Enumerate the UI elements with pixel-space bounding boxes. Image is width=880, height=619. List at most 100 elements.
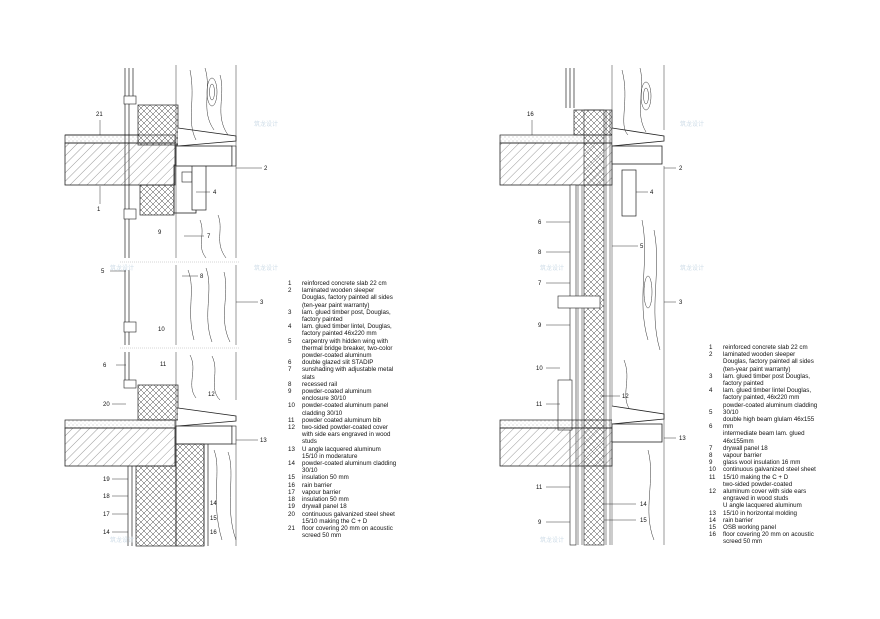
legend-text: lam. glued timber lintel Douglas, factor…: [723, 387, 818, 409]
legend-number: 8: [709, 452, 713, 460]
left-upper-slab: [64, 134, 176, 186]
legend-text: 15/10 making the C + D two-sided powder-…: [723, 473, 793, 488]
callout-label: 4: [213, 190, 217, 196]
legend-text: continuous galvanized steel sheet: [723, 466, 816, 474]
legend-number: 4: [288, 323, 292, 331]
legend-number: 1: [709, 344, 713, 351]
legend-text: OSB working panel: [723, 524, 776, 532]
legend-number: 16: [288, 481, 295, 489]
callout-label: 9: [538, 520, 542, 526]
legend-text: powder-coated aluminum panel cladding 30…: [302, 402, 389, 417]
callout-label: 11: [536, 402, 543, 408]
left-break-lines: [120, 261, 240, 349]
callout-label: 10: [536, 366, 543, 372]
callout-label: 12: [208, 392, 215, 398]
left-lower-wall-build: [127, 443, 237, 547]
callout-label: 8: [538, 250, 542, 256]
legend-number: 1: [288, 280, 292, 287]
watermark: 筑龙设计: [110, 536, 134, 544]
legend-number: 16: [709, 531, 716, 539]
callout-label: 16: [527, 112, 534, 118]
legend-number: 11: [709, 473, 716, 481]
callout-label: 12: [622, 394, 629, 400]
legend-text: reinforced concrete slab 22 cm: [723, 344, 808, 351]
watermark: 筑龙设计: [680, 264, 704, 272]
legend-text: lam. glued timber post, Douglas, factory…: [302, 308, 391, 324]
legend-number: 8: [288, 380, 292, 388]
watermark: 筑龙设计: [110, 264, 134, 272]
legend-number: 9: [709, 459, 713, 467]
legend-text: powder-coated aluminum cladding 30/10: [302, 460, 397, 475]
right-section-drawing: 16 2 4 6 8 5 7 3 9 10 11 12 13 11 14 9 1…: [499, 65, 686, 546]
left-section-drawing: 21 1 9 2 4 7 5 8 3 10 6 11 12 20 13 19 1…: [64, 65, 268, 547]
legend-text: mm intermediate beam lam. glued 46x155mm: [723, 423, 805, 445]
callout-label: 9: [158, 230, 162, 236]
legend-item: 21 floor covering 20 mm on acoustic scree…: [288, 525, 408, 539]
callout-label: 7: [538, 281, 542, 287]
legend-number: 11: [288, 416, 295, 424]
right-callouts: 16 2 4 6 8 5 7 3 9 10 11 12 13 11 14 9 1…: [527, 112, 686, 526]
legend-number: 6: [288, 359, 292, 367]
legend-number: 12: [288, 424, 295, 432]
legend-text: glass wool insulation 16 mm: [723, 459, 801, 467]
legend-number: 21: [288, 524, 295, 532]
legend-number: 6: [709, 423, 713, 431]
watermark: 筑龙设计: [254, 264, 278, 272]
legend-number: 12: [709, 488, 716, 496]
legend-number: 20: [288, 510, 295, 518]
right-lower-slab: [499, 405, 665, 467]
callout-label: 13: [260, 438, 267, 444]
callout-label: 15: [210, 516, 217, 522]
legend-item: 10 powder-coated aluminum panel cladding …: [288, 402, 408, 416]
callout-label: 20: [103, 402, 110, 408]
legend-text: drywall panel 18: [302, 503, 347, 511]
legend-number: 10: [709, 466, 716, 474]
legend-number: 7: [288, 366, 292, 374]
legend-number: 10: [288, 402, 295, 410]
callout-label: 15: [640, 518, 647, 524]
legend-item: 10 continuous galvanized steel sheet: [709, 466, 839, 473]
callout-label: 8: [200, 274, 204, 280]
callout-label: 1: [97, 207, 101, 213]
callout-label-17: 14: [103, 530, 110, 536]
legend-item: 6 mm intermediate beam lam. glued 46x155m…: [709, 423, 839, 445]
callout-label: 18: [103, 494, 110, 500]
callout-label: 5: [101, 269, 105, 275]
left-lower-slab: [64, 321, 237, 467]
callout-label: 5: [640, 244, 644, 250]
legend-text: two-sided powder-coated cover with side …: [302, 424, 391, 446]
callout-label: 19: [103, 477, 110, 483]
legend-text: reinforced concrete slab 22 cm: [302, 280, 387, 287]
left-glazing-lines: [124, 68, 134, 380]
legend-text: lam. glued timber post Douglas, factory …: [723, 372, 811, 388]
legend-number: 7: [709, 444, 713, 452]
legend-number: 2: [288, 287, 292, 295]
left-upper-wall-build: [123, 95, 237, 220]
legend-text: floor covering 20 mm on acoustic screed …: [302, 524, 393, 540]
legend-text: insulation 50 mm: [302, 474, 349, 482]
legend-text: powder-coated aluminum enclosure 30/10: [302, 388, 372, 403]
callout-label: 6: [103, 363, 107, 369]
legend-item: 12 two-sided powder-coated cover with sid…: [288, 424, 408, 446]
right-leader-lines: [531, 120, 676, 523]
watermark: 筑龙设计: [540, 264, 564, 272]
legend-number: 9: [288, 388, 292, 396]
legend-number: 4: [709, 387, 713, 395]
watermark-stamps: 筑龙设计 筑龙设计 筑龙设计 筑龙设计 筑龙设计 筑龙设计 筑龙设计 筑龙设计: [110, 120, 704, 544]
